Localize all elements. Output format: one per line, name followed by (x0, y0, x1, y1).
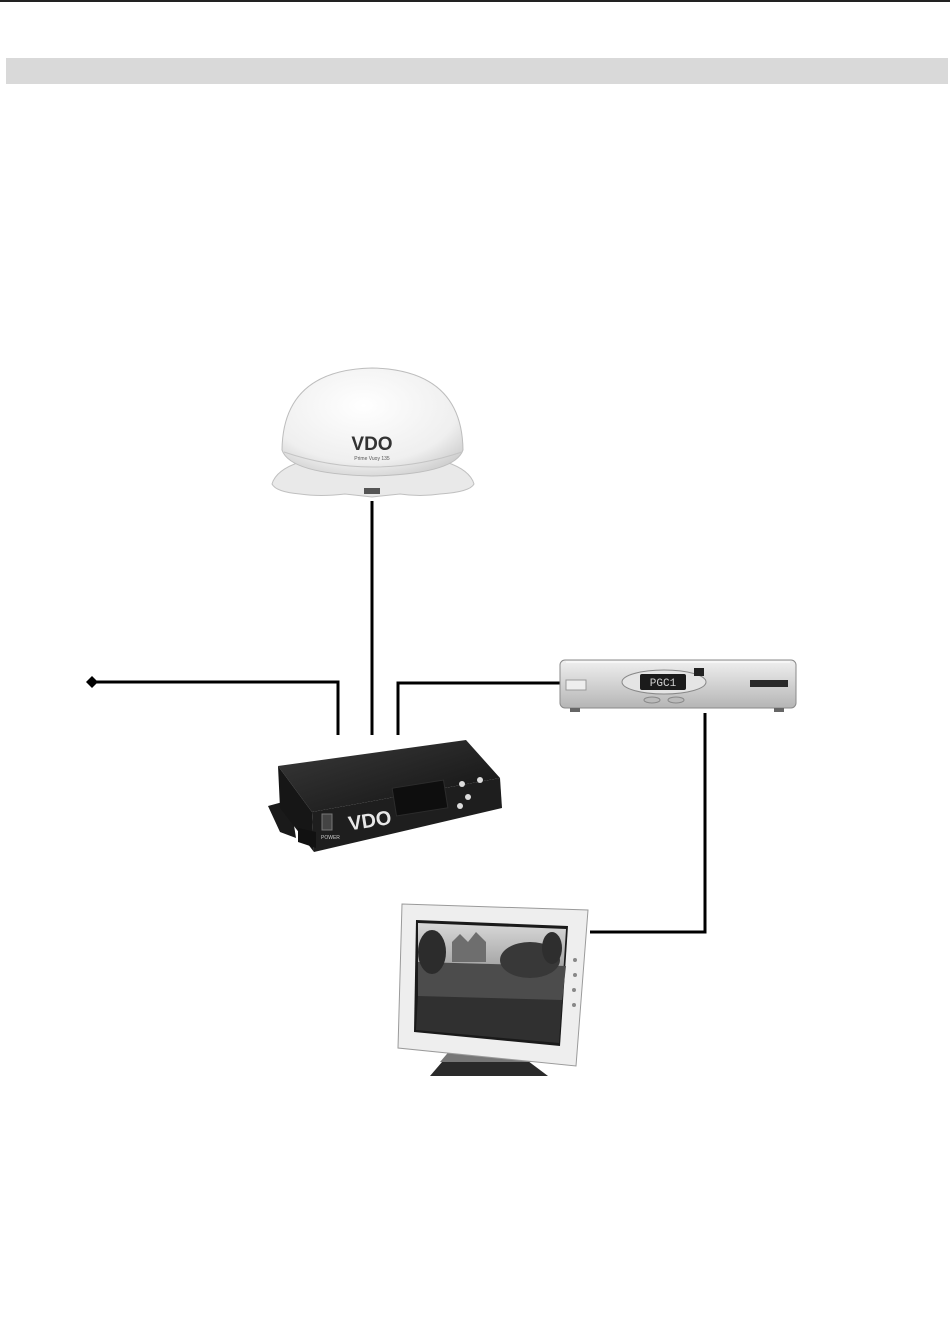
power-cable-end-diamond (86, 676, 98, 688)
receiver-display-text: PGC1 (650, 678, 677, 690)
power-cable (92, 682, 338, 735)
control-box-power-label: POWER (321, 835, 340, 841)
receiver-to-monitor-cable (590, 713, 705, 932)
receiver: PGC1 (560, 660, 796, 712)
dome-model-text: Prime Vuoy 135 (354, 456, 390, 462)
dome-antenna: VDO Prime Vuoy 135 (272, 368, 474, 497)
dome-brand-text: VDO (351, 434, 392, 455)
control-box: VDO POWER (268, 740, 502, 852)
receiver-to-control-cable (398, 683, 560, 735)
cables (92, 501, 705, 932)
lcd-monitor (398, 904, 588, 1076)
monitor-screen-image (416, 923, 566, 1043)
